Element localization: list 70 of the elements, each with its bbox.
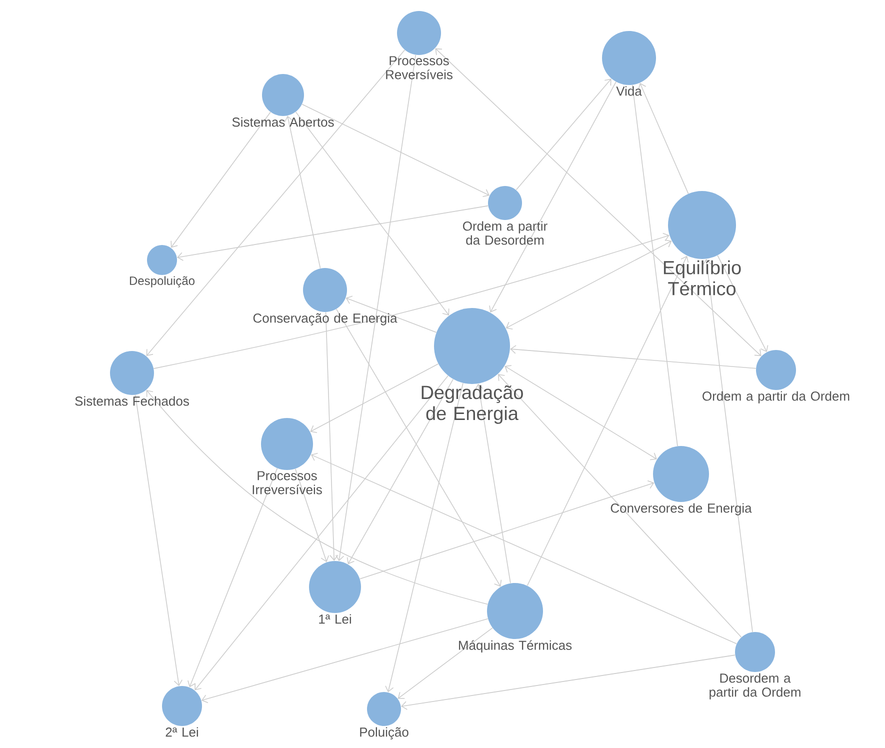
arrow: [346, 296, 437, 333]
arrow: [284, 116, 321, 269]
arrow: [504, 365, 657, 460]
node-circle: [735, 632, 775, 672]
node-label: Sistemas Fechados: [75, 396, 189, 406]
node-circle: [367, 692, 401, 726]
arrow: [474, 384, 511, 584]
node-label: Processos Irreversíveis: [252, 471, 322, 494]
node-circle: [602, 31, 656, 85]
arrow: [134, 394, 183, 686]
arrow: [401, 654, 736, 710]
node-circle: [309, 561, 361, 613]
node-label: Conservação de Energia: [253, 313, 398, 326]
arrow: [201, 618, 488, 704]
arrow: [335, 54, 416, 562]
arrow: [638, 82, 689, 194]
arrow: [310, 363, 439, 434]
node-label: Degradação de Energia: [422, 385, 523, 424]
node-label: Poluição: [360, 727, 408, 740]
arrow: [398, 628, 493, 699]
node-label: Processos Reversíveis: [386, 56, 452, 80]
node-label: 1ª Lei: [319, 614, 351, 624]
arrow: [170, 112, 271, 248]
node-circle: [262, 74, 304, 116]
arrow: [294, 468, 330, 562]
node-label: Conversores de Energia: [610, 503, 752, 516]
node-label: Máquinas Térmicas: [459, 640, 572, 652]
arrow: [336, 308, 502, 587]
arrow: [302, 104, 490, 197]
arrow: [146, 50, 406, 356]
arrow: [702, 258, 753, 632]
arrow: [153, 232, 670, 369]
arrow: [385, 382, 464, 692]
arrow: [489, 81, 616, 312]
arrow: [295, 112, 450, 316]
arrow: [506, 240, 672, 330]
node-label: Sistemas Abertos: [232, 117, 334, 127]
node-circle: [303, 268, 347, 312]
node-label: Ordem a partir da Ordem: [702, 391, 850, 404]
arrow: [526, 256, 689, 586]
node-label: Desordem a partir da Ordem: [710, 673, 800, 700]
arrow: [146, 390, 488, 605]
node-circle: [162, 686, 202, 726]
node-circle: [397, 11, 441, 55]
arrow: [498, 374, 742, 638]
node-circle: [488, 186, 522, 220]
node-label: Despoluição: [130, 276, 194, 288]
arrow: [194, 375, 448, 690]
node-circle: [756, 350, 796, 390]
node-label: 2ª Lei: [166, 727, 198, 737]
node-label: Vida: [616, 86, 642, 96]
node-circle: [110, 351, 154, 395]
arrow: [516, 78, 612, 190]
node-label: Ordem a partir da Desordem: [463, 221, 548, 245]
arrow: [360, 480, 654, 580]
arrow: [177, 205, 488, 261]
arrow: [325, 312, 338, 561]
node-circle: [668, 191, 736, 259]
node-circle: [434, 308, 510, 384]
arrow: [510, 345, 756, 369]
arrow: [435, 48, 762, 356]
node-circle: [487, 583, 543, 639]
node-circle: [261, 418, 313, 470]
arrow: [717, 255, 768, 352]
node-label: Equilíbrio Térmico: [664, 260, 741, 296]
node-circle: [653, 446, 709, 502]
arrow: [310, 452, 737, 644]
arrow: [346, 378, 454, 564]
arrow: [188, 468, 278, 688]
node-circle: [147, 245, 177, 275]
